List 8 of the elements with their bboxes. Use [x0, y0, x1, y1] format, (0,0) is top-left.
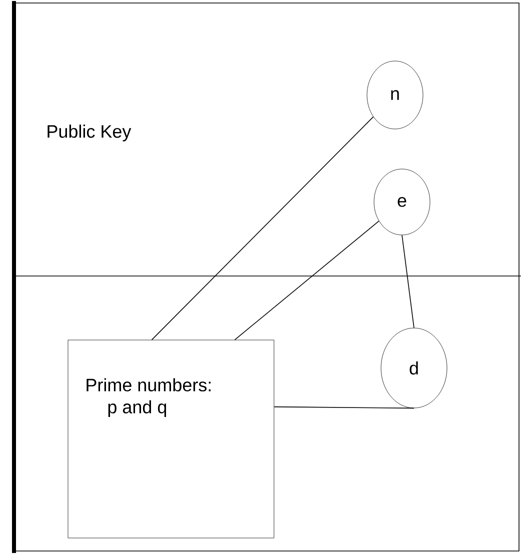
box-text: p and q: [108, 400, 166, 417]
section-label: Public Key: [48, 124, 132, 142]
box-text: Prime numbers:: [86, 378, 211, 392]
connector-line: [402, 234, 414, 328]
connector-line: [274, 406, 414, 409]
process-box: [68, 340, 274, 538]
connector-line: [234, 220, 380, 340]
connector-line: [151, 116, 374, 340]
